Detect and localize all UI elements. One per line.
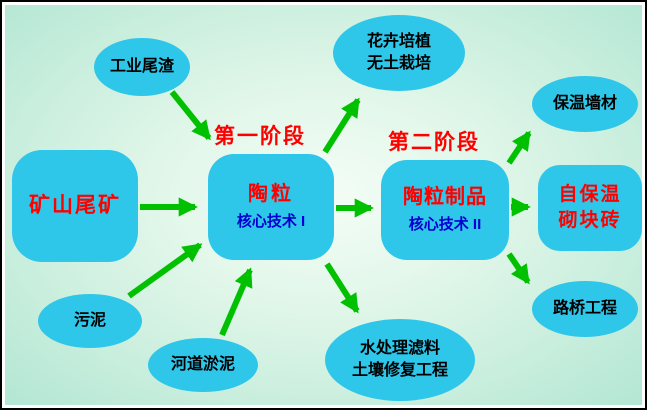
arrow-river-silt-to-ceramsite bbox=[219, 267, 253, 337]
node-sludge: 污泥 bbox=[38, 294, 142, 348]
arrow-products-to-road bbox=[506, 252, 531, 285]
node-ceramsite-products: 陶粒制品 核心技术 II bbox=[381, 160, 509, 260]
node-ceramsite: 陶粒 核心技术 I bbox=[208, 154, 334, 260]
products-subtitle: 核心技术 II bbox=[408, 216, 482, 234]
node-flower-cultivation: 花卉培植 无土栽培 bbox=[333, 15, 465, 91]
arrow-sludge-to-ceramsite bbox=[127, 242, 203, 299]
water-line2: 土壤修复工程 bbox=[351, 362, 448, 379]
ceramsite-subtitle: 核心技术 I bbox=[236, 213, 306, 231]
sludge-label: 污泥 bbox=[73, 312, 106, 330]
mine-tailings-label: 矿山尾矿 bbox=[29, 193, 121, 217]
river-silt-label: 河道淤泥 bbox=[170, 356, 235, 374]
products-title: 陶粒制品 bbox=[403, 186, 487, 209]
road-bridge-label: 路桥工程 bbox=[552, 300, 617, 318]
flower-line1: 花卉培植 bbox=[366, 33, 431, 51]
arrow-products-to-wall bbox=[506, 130, 532, 165]
stage2-label: 第二阶段 bbox=[388, 131, 480, 154]
water-line1: 水处理滤料 bbox=[359, 340, 440, 358]
industrial-slag-label: 工业尾渣 bbox=[109, 58, 174, 76]
arrow-ceramsite-to-water bbox=[324, 262, 360, 314]
node-river-silt: 河道淤泥 bbox=[148, 338, 258, 392]
brick-line1: 自保温 bbox=[558, 184, 622, 206]
wall-material-label: 保温墙材 bbox=[552, 95, 617, 113]
node-mine-tailings: 矿山尾矿 bbox=[12, 150, 138, 262]
ceramsite-title: 陶粒 bbox=[248, 183, 294, 206]
brick-line2: 砌块砖 bbox=[558, 210, 622, 231]
stage1-label: 第一阶段 bbox=[214, 125, 306, 148]
node-wall-material: 保温墙材 bbox=[532, 76, 638, 132]
node-water-treatment: 水处理滤料 土壤修复工程 bbox=[325, 319, 475, 401]
flower-line2: 无土栽培 bbox=[366, 55, 431, 72]
arrow-industrial-slag-to-stage1 bbox=[169, 90, 212, 141]
arrow-ceramsite-to-flower bbox=[322, 97, 361, 154]
node-road-bridge: 路桥工程 bbox=[532, 281, 638, 337]
node-insulating-brick: 自保温 砌块砖 bbox=[538, 165, 642, 251]
node-industrial-slag: 工业尾渣 bbox=[94, 38, 190, 96]
